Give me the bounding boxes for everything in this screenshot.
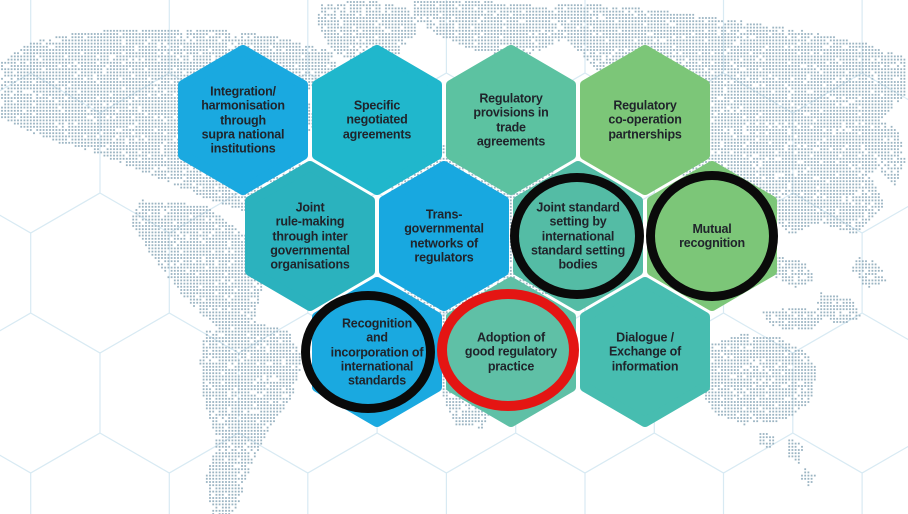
hexagon-label-mutual-recognition: Mutual recognition bbox=[679, 221, 745, 250]
hexagon-label-specific-negotiated-agreements: Specific negotiated agreements bbox=[342, 98, 412, 142]
hexagon-label-regulatory-cooperation-partnerships: Regulatory co-operation partnerships bbox=[608, 98, 682, 142]
hexagon-label-integration-harmonisation: Integration/ harmonisation through supra… bbox=[201, 84, 285, 156]
hexagon-label-joint-rule-making: Joint rule-making through inter governme… bbox=[270, 200, 350, 272]
hexagon-label-recognition-incorporation: Recognition and incorporation of interna… bbox=[330, 316, 424, 388]
hexagon-shape bbox=[178, 45, 308, 195]
hexagon-joint-rule-making: Joint rule-making through inter governme… bbox=[244, 160, 376, 312]
hexagon-dialogue-exchange-information: Dialogue / Exchange of information bbox=[579, 276, 711, 428]
hexagon-label-joint-standard-setting: Joint standard setting by international … bbox=[530, 200, 626, 272]
hexagon-regulatory-provisions-trade-agreements: Regulatory provisions in trade agreement… bbox=[445, 44, 577, 196]
hexagon-label-regulatory-provisions-trade-agreements: Regulatory provisions in trade agreement… bbox=[473, 91, 549, 149]
hexagon-shape bbox=[580, 45, 710, 195]
hexagon-adoption-good-regulatory-practice: Adoption of good regulatory practice bbox=[445, 276, 577, 428]
hexagon-shape bbox=[245, 161, 375, 311]
hexagon-shape bbox=[312, 45, 442, 195]
hexagon-label-transgovernmental-networks: Trans- governmental networks of regulato… bbox=[404, 207, 484, 265]
hexagon-recognition-incorporation: Recognition and incorporation of interna… bbox=[311, 276, 443, 428]
hexagon-label-dialogue-exchange-information: Dialogue / Exchange of information bbox=[608, 330, 682, 374]
hexagon-label-adoption-good-regulatory-practice: Adoption of good regulatory practice bbox=[464, 330, 558, 374]
hexagon-shape bbox=[580, 277, 710, 427]
hexagon-specific-negotiated-agreements: Specific negotiated agreements bbox=[311, 44, 443, 196]
hexagon-regulatory-cooperation-partnerships: Regulatory co-operation partnerships bbox=[579, 44, 711, 196]
hexagon-integration-harmonisation: Integration/ harmonisation through supra… bbox=[177, 44, 309, 196]
